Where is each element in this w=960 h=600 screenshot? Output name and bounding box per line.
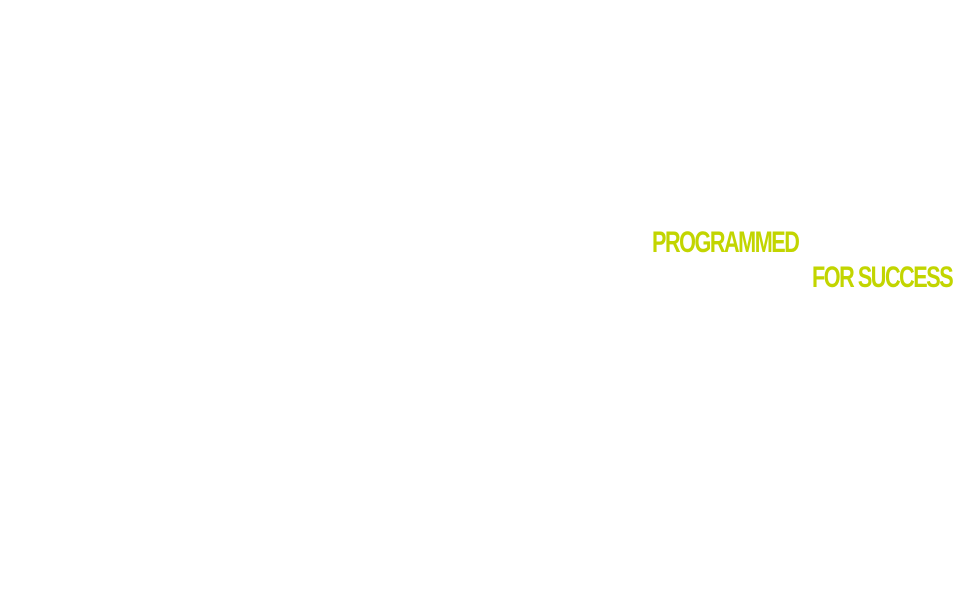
headline-line-programmed: PROGRAMMED [652, 226, 800, 259]
headline-line-for-success: FOR SUCCESS [812, 261, 954, 294]
